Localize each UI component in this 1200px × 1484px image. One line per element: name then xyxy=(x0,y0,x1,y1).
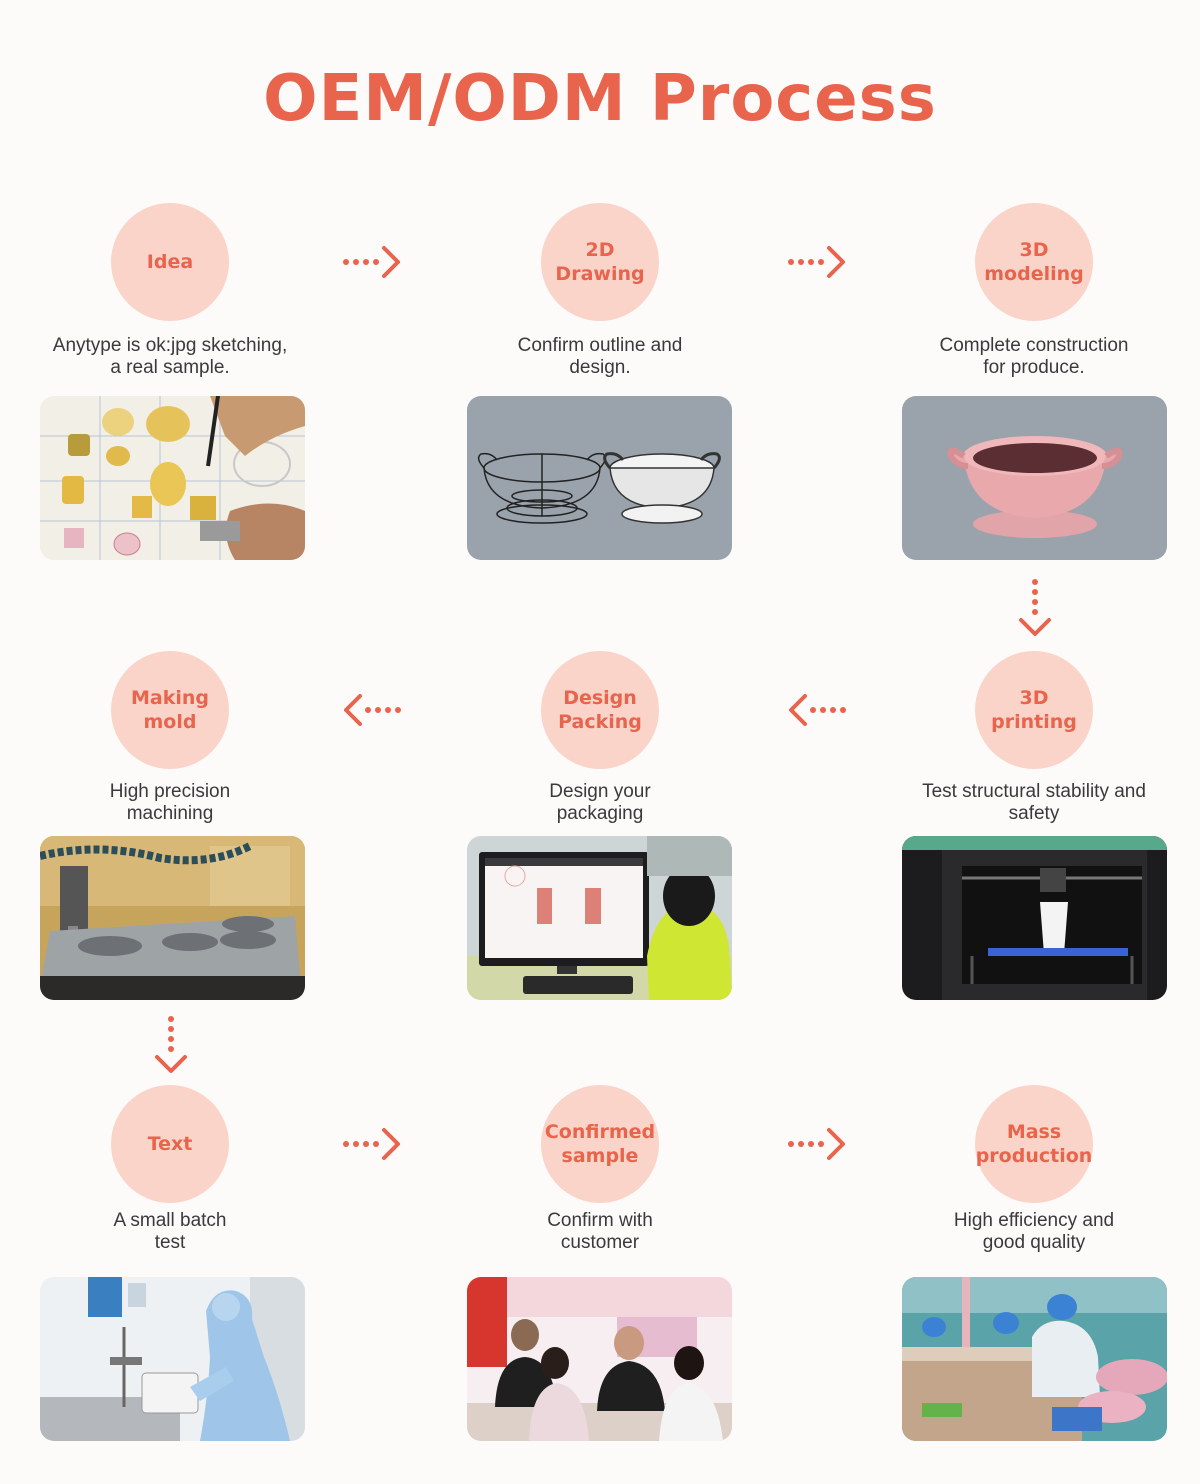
arrow-right-icon xyxy=(343,246,400,278)
batch-test-photo xyxy=(40,1277,305,1441)
step-description: Anytype is ok:jpg sketching,a real sampl… xyxy=(52,335,288,378)
production-line-photo xyxy=(902,1277,1167,1441)
sketching-photo xyxy=(40,396,305,560)
2d-drawing-image xyxy=(467,396,732,560)
arrow-right-icon xyxy=(343,1128,400,1160)
step-label: Idea xyxy=(111,203,229,321)
arrow-right-icon xyxy=(788,1128,845,1160)
packaging-design-photo xyxy=(467,836,732,1000)
arrow-down-icon xyxy=(155,1016,187,1073)
3d-model-image xyxy=(902,396,1167,560)
arrow-right-icon xyxy=(788,246,845,278)
step-label: Text xyxy=(111,1085,229,1203)
arrow-left-icon xyxy=(344,694,401,726)
3d-printer-photo xyxy=(902,836,1167,1000)
customer-meeting-photo xyxy=(467,1277,732,1441)
page-title: OEM/ODM Process xyxy=(263,62,937,136)
mold-machining-photo xyxy=(40,836,305,1000)
arrow-left-icon xyxy=(789,694,846,726)
arrow-down-icon xyxy=(1019,579,1051,636)
